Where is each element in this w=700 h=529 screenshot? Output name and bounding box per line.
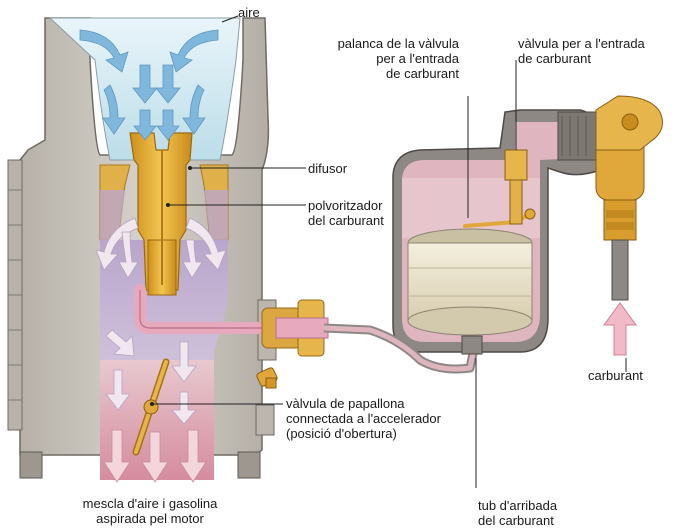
label-inlet-lever-line-2: per a l'entrada bbox=[376, 51, 459, 66]
air-flow-arrows bbox=[79, 29, 219, 141]
label-inlet-lever-line-1: palanca de la vàlvula bbox=[337, 36, 459, 51]
label-inlet-valve-line-1: vàlvula per a l'entrada bbox=[518, 36, 645, 51]
label-fuel-tube-line-2: del carburant bbox=[478, 513, 554, 528]
label-fuel: carburant bbox=[588, 368, 643, 383]
label-inlet-lever: palanca de la vàlvula per a l'entrada de… bbox=[318, 36, 459, 81]
label-butterfly-valve-line-1: vàlvula de papallona bbox=[286, 396, 405, 411]
label-butterfly-valve-line-3: (posició d'obertura) bbox=[286, 426, 397, 441]
label-mixture-line-2: aspirada pel motor bbox=[96, 511, 204, 526]
float bbox=[407, 228, 533, 336]
label-diffuser-text: difusor bbox=[308, 161, 348, 176]
label-fuel-sprayer-line-1: polvoritzador bbox=[308, 198, 383, 213]
label-inlet-valve: vàlvula per a l'entrada de carburant bbox=[518, 36, 645, 66]
label-inlet-valve-line-2: de carburant bbox=[518, 51, 591, 66]
label-diffuser: difusor bbox=[308, 161, 347, 176]
mixture-flow-arrows bbox=[95, 217, 227, 425]
fuel-inlet bbox=[595, 95, 663, 301]
label-fuel-sprayer-line-2: del carburant bbox=[308, 213, 384, 228]
exit-flow-arrows bbox=[103, 429, 207, 483]
label-air: aire bbox=[238, 5, 260, 20]
label-butterfly-valve: vàlvula de papallona connectada a l'acce… bbox=[286, 396, 441, 441]
label-fuel-tube-line-1: tub d'arribada bbox=[478, 498, 558, 513]
label-mixture: mescla d'aire i gasolina aspirada pel mo… bbox=[60, 496, 240, 526]
label-fuel-sprayer: polvoritzador del carburant bbox=[308, 198, 384, 228]
inlet-valve-lever bbox=[463, 149, 536, 228]
label-fuel-text: carburant bbox=[588, 368, 643, 383]
label-fuel-tube: tub d'arribada del carburant bbox=[478, 498, 557, 528]
adjust-screw bbox=[256, 367, 278, 389]
leader-lines bbox=[152, 15, 627, 488]
pipe-connector bbox=[261, 299, 329, 357]
fuel-in-arrow bbox=[603, 302, 637, 356]
label-butterfly-valve-line-2: connectada a l'accelerador bbox=[286, 411, 441, 426]
butterfly-valve bbox=[132, 358, 170, 456]
label-mixture-line-1: mescla d'aire i gasolina bbox=[82, 496, 218, 511]
label-inlet-lever-line-3: de carburant bbox=[386, 66, 459, 81]
fuel-nozzle bbox=[129, 132, 193, 296]
label-air-text: aire bbox=[238, 5, 260, 20]
